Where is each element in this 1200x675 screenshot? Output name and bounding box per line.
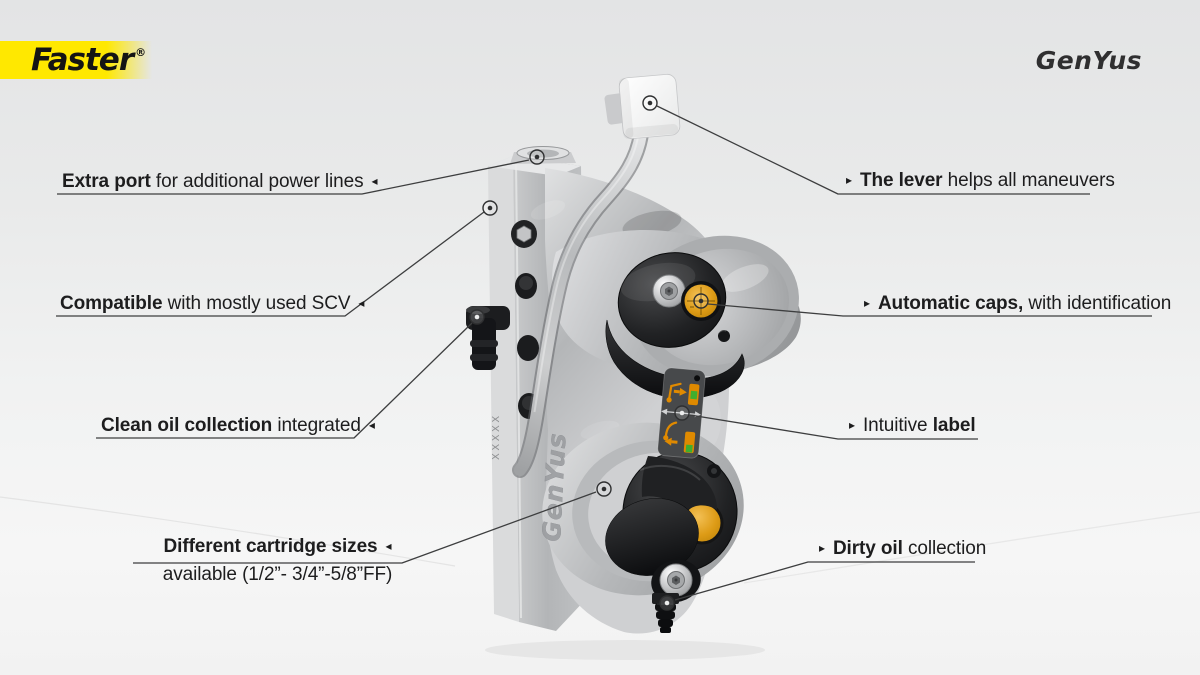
faster-logo: Faster® xyxy=(31,42,146,78)
callout-dirty-oil: ▸ Dirty oil collection xyxy=(819,537,986,562)
right-triangle-icon: ▸ xyxy=(846,173,852,187)
plate-hole xyxy=(694,375,701,382)
leader-clean-oil xyxy=(96,322,473,439)
lower-coupler-cap xyxy=(605,451,738,576)
callout-cartridge-bold: Different cartridge sizes xyxy=(163,536,378,557)
face-port-dot xyxy=(718,330,730,342)
product-model-name: GenYus xyxy=(1035,46,1142,75)
callout-lever: ▸ The lever helps all maneuvers xyxy=(846,169,1115,194)
left-triangle-icon: ◂ xyxy=(358,296,365,310)
port-dot-highlight xyxy=(718,330,727,334)
right-triangle-icon: ▸ xyxy=(864,296,870,310)
right-triangle-icon: ▸ xyxy=(849,418,855,432)
coupler-body: GenYus xyxy=(466,73,801,634)
leader-lever xyxy=(656,105,1090,195)
coupler-wing xyxy=(605,319,745,399)
plate-icon-connect xyxy=(666,382,700,406)
callout-dirty-oil-bold: Dirty oil xyxy=(832,538,903,559)
upper-coupler xyxy=(552,230,801,399)
callout-dirty-oil-text: collection xyxy=(902,538,987,559)
callout-markers xyxy=(469,95,709,611)
callout-auto-caps: ▸ Automatic caps, with identification xyxy=(864,292,1171,317)
callout-clean-oil-text: integrated xyxy=(272,415,361,436)
leader-intuitive xyxy=(689,414,978,440)
face-screw-center xyxy=(711,468,717,474)
cap-bolt xyxy=(652,274,686,308)
embossed-genyus-text: GenYus xyxy=(537,432,572,543)
leader-lines xyxy=(56,105,1152,601)
marker-extra-port xyxy=(529,149,545,165)
callout-cartridge-line1: Different cartridge sizes ◂ xyxy=(145,535,410,560)
callout-compatible: Compatible with mostly used SCV ◂ xyxy=(60,292,364,317)
marker-auto-caps xyxy=(693,293,709,309)
leader-auto-caps xyxy=(707,303,1152,317)
right-triangle-icon: ▸ xyxy=(819,541,825,555)
embossed-serial-text: XXXXX xyxy=(491,413,502,460)
marker-cartridge xyxy=(596,481,612,497)
callout-extra-port: Extra port for additional power lines ◂ xyxy=(62,170,378,195)
lower-coupler: GenYus xyxy=(537,422,744,633)
white-lever xyxy=(604,73,681,139)
callout-intuitive-bold: label xyxy=(927,415,976,436)
left-triangle-icon: ◂ xyxy=(385,539,392,553)
drain-bolt xyxy=(651,559,701,603)
callout-clean-oil: Clean oil collection integrated ◂ xyxy=(101,414,375,439)
callout-compatible-bold: Compatible xyxy=(60,293,163,314)
callout-lever-bold: The lever xyxy=(859,170,943,191)
product-shadow xyxy=(485,640,765,660)
metal-highlight xyxy=(530,200,566,220)
callout-cartridge: Different cartridge sizes ◂ available (1/… xyxy=(145,535,410,587)
callout-compatible-text: with mostly used SCV xyxy=(162,293,351,314)
backdrop-lines xyxy=(0,496,1200,584)
marker-clean-oil xyxy=(469,309,485,325)
left-triangle-icon: ◂ xyxy=(371,174,378,188)
lever-strap xyxy=(512,126,649,478)
marker-lever xyxy=(642,95,658,111)
leader-extra-port xyxy=(57,159,530,195)
callout-lever-text: helps all maneuvers xyxy=(942,170,1115,191)
callout-intuitive: ▸ Intuitive label xyxy=(849,414,976,439)
marker-intuitive xyxy=(674,405,690,421)
registered-mark: ® xyxy=(135,45,146,59)
callout-auto-caps-text: with identification xyxy=(1023,293,1172,314)
callout-cartridge-line2: available (1/2”- 3/4”-5/8”FF) xyxy=(162,564,393,585)
faster-logo-band xyxy=(0,41,152,79)
callout-clean-oil-bold: Clean oil collection xyxy=(101,415,273,436)
left-ports xyxy=(511,220,540,419)
callout-intuitive-text: Intuitive xyxy=(862,415,928,436)
marker-compatible xyxy=(482,200,498,216)
plate-icon-release xyxy=(663,421,696,454)
callout-auto-caps-bold: Automatic caps, xyxy=(877,293,1024,314)
leader-compatible xyxy=(56,211,485,317)
callout-extra-port-text: for additional power lines xyxy=(150,171,364,192)
marker-dirty-oil xyxy=(659,595,675,611)
left-triangle-icon: ◂ xyxy=(368,418,375,432)
faster-logo-text: Faster xyxy=(31,42,134,78)
callout-extra-port-bold: Extra port xyxy=(62,171,151,192)
leader-dirty-oil xyxy=(674,561,975,601)
leader-cartridge xyxy=(133,491,597,564)
